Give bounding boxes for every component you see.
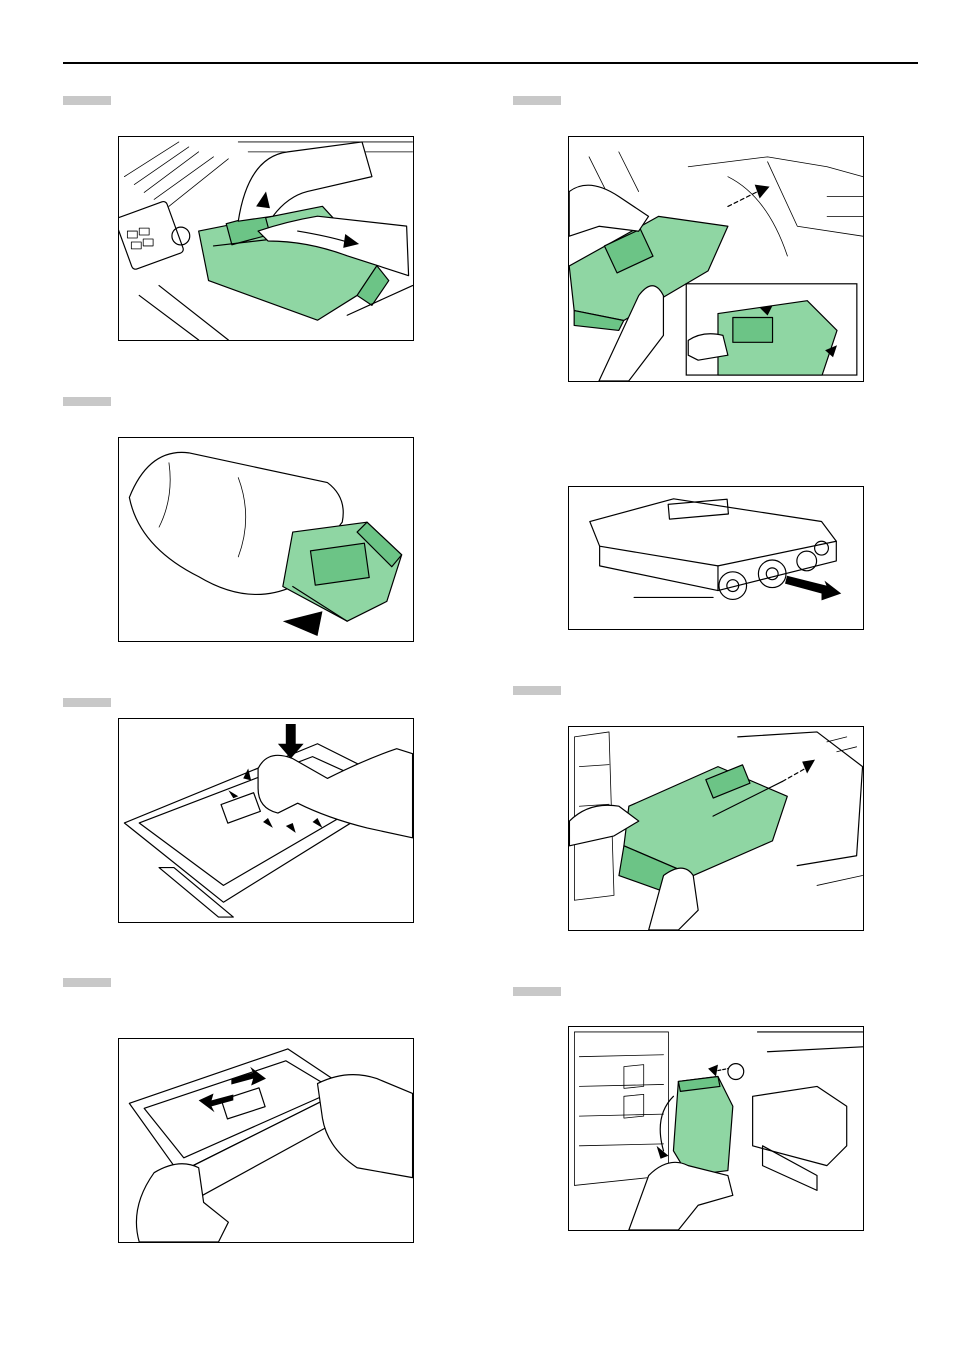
fig-tap-top-of-container (118, 718, 414, 923)
fig-remove-waste-toner-box (568, 1026, 864, 1231)
step-tab-5 (513, 96, 561, 105)
step-tab-3 (63, 698, 111, 707)
step-tab-7 (513, 987, 561, 996)
step-tab-1 (63, 96, 111, 105)
fig-insert-new-container (568, 726, 864, 931)
fig-container-with-gears (568, 486, 864, 630)
step-tab-4 (63, 978, 111, 987)
fig-toner-in-bag (118, 437, 414, 642)
fig-shake-container (118, 1038, 414, 1243)
header-rule (63, 62, 918, 64)
step-tab-6 (513, 686, 561, 695)
fig-lift-toner-container (118, 136, 414, 341)
step-tab-2 (63, 397, 111, 406)
fig-remove-old-container (568, 136, 864, 382)
